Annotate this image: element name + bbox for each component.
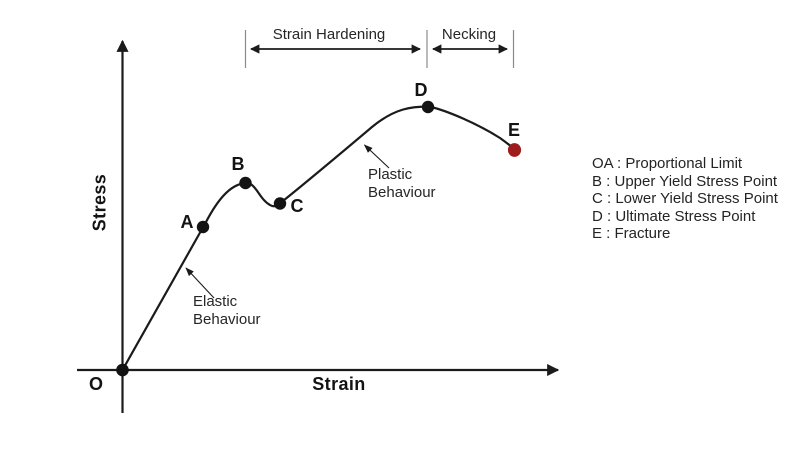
plastic-behaviour-line2: Behaviour <box>368 184 436 201</box>
point-a-dot <box>196 220 210 234</box>
elastic-leader-arrow <box>185 267 215 299</box>
x-axis-label: Strain <box>312 374 366 394</box>
point-label-d: D <box>414 80 428 100</box>
plastic-behaviour-line1: Plastic <box>368 166 413 183</box>
point-o-dot <box>116 363 129 377</box>
point-e-fracture-dot <box>507 143 522 157</box>
point-label-b: B <box>231 154 245 174</box>
point-label-e: E <box>507 120 520 140</box>
plastic-behaviour-annotation: Plastic Behaviour <box>368 166 436 202</box>
strain-hardening-label: Strain Hardening <box>272 26 386 43</box>
legend-item-b: B : Upper Yield Stress Point <box>592 172 778 190</box>
elastic-behaviour-line2: Behaviour <box>193 311 261 328</box>
elastic-behaviour-annotation: Elastic Behaviour <box>193 293 261 329</box>
legend-item-d: D : Ultimate Stress Point <box>592 207 756 225</box>
point-label-a: A <box>180 212 194 232</box>
legend: OA : Proportional Limit B : Upper Yield … <box>592 155 778 243</box>
point-b-dot <box>239 176 252 190</box>
point-label-c: C <box>290 196 304 216</box>
plastic-leader-arrow <box>363 144 390 169</box>
point-label-o: O <box>88 374 103 394</box>
stress-strain-curve <box>121 105 516 371</box>
necking-label: Necking <box>441 26 497 43</box>
legend-item-c: C : Lower Yield Stress Point <box>592 190 778 208</box>
point-d-dot <box>421 100 435 114</box>
legend-item-oa: OA : Proportional Limit <box>592 155 743 172</box>
y-axis-label: Stress <box>89 173 110 232</box>
elastic-behaviour-line1: Elastic <box>193 293 238 310</box>
point-c-dot <box>273 197 287 210</box>
legend-item-e: E : Fracture <box>592 225 671 243</box>
